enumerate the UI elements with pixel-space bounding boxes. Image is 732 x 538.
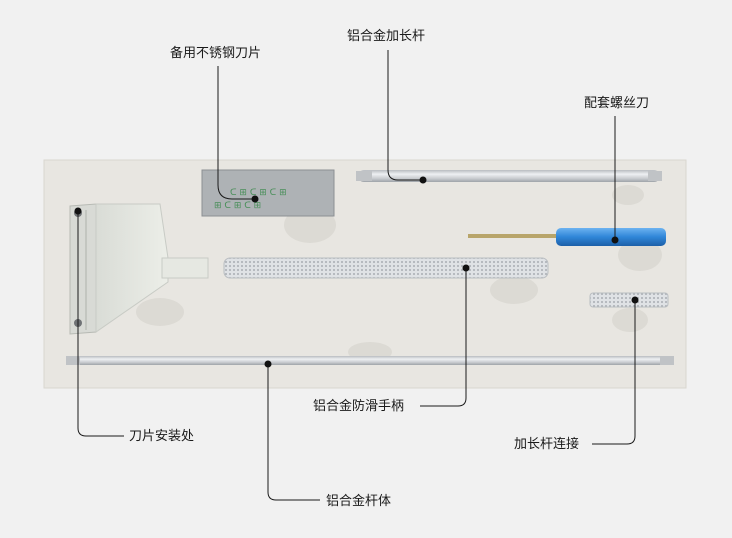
label-spare-blade: 备用不锈钢刀片 (170, 46, 262, 61)
label-matching-screwdriver: 配套螺丝刀 (584, 96, 650, 111)
svg-text:ᑕ ⊞ ᑕ ⊞ ᑕ ⊞: ᑕ ⊞ ᑕ ⊞ ᑕ ⊞ (230, 188, 287, 198)
spare-blade-pack: ᑕ ⊞ ᑕ ⊞ ᑕ ⊞ ⊞ ᑕ ⊞ ᑕ ⊞ (201, 169, 335, 217)
callout-dots (74, 176, 639, 368)
callout-dot (419, 176, 427, 184)
callout-dot (251, 195, 259, 203)
extension-rod-connector (589, 292, 669, 308)
callout-dot (631, 296, 639, 304)
callout-dot (611, 236, 619, 244)
label-aluminum-extension-rod: 铝合金加长杆 (347, 29, 426, 44)
aluminum-extension-rod (356, 170, 662, 182)
label-aluminum-rod-body: 铝合金杆体 (326, 494, 392, 509)
label-blade-mount: 刀片安装处 (129, 429, 195, 444)
svg-text:⊞ ᑕ ⊞ ᑕ ⊞: ⊞ ᑕ ⊞ ᑕ ⊞ (214, 201, 261, 211)
label-aluminum-antislip-handle: 铝合金防滑手柄 (313, 399, 405, 414)
aluminum-antislip-handle (223, 257, 549, 279)
label-extension-rod-connector: 加长杆连接 (514, 437, 580, 452)
matching-screwdriver (468, 228, 666, 246)
callout-dot (74, 207, 82, 215)
blade-holder (69, 203, 209, 335)
callout-lines (77, 50, 636, 501)
callout-dot (264, 360, 272, 368)
callout-dot (462, 264, 470, 272)
aluminum-rod-body (66, 356, 674, 365)
